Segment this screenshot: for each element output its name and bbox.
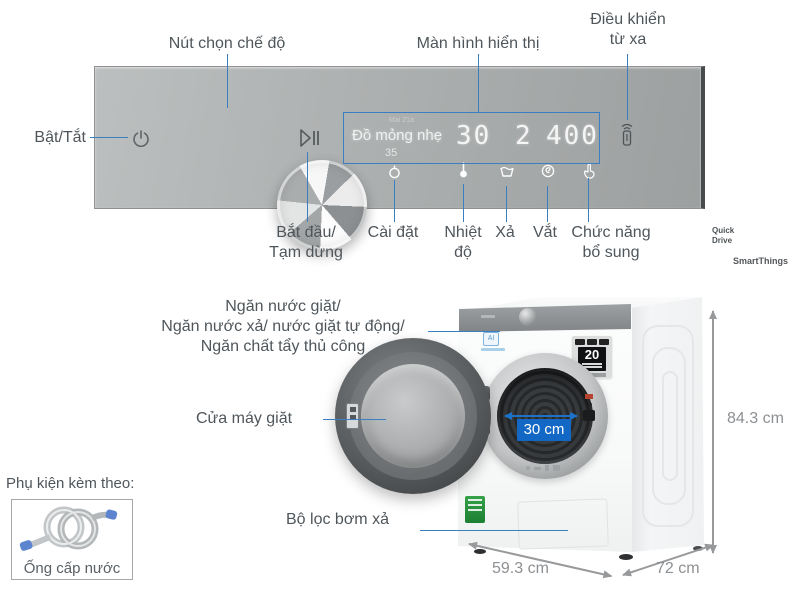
leader-settings [394, 180, 395, 222]
mode-knob [277, 160, 367, 250]
control-panel: Mai 21a Đồ mỏng nhẹ 35 30 2 400 [94, 66, 788, 266]
leader-start [307, 152, 308, 222]
accessory-title: Phụ kiện kèm theo: [6, 475, 135, 492]
spin-label: Vắt [532, 224, 557, 241]
leader-power [90, 137, 128, 138]
leader-knob [227, 54, 228, 108]
machine-foot-left [474, 549, 486, 554]
display-mode-text: Đồ mỏng nhẹ [352, 127, 443, 144]
front-square-button [583, 410, 595, 421]
machine-door [335, 338, 491, 494]
machine-foot-center [619, 554, 633, 560]
energy-label [465, 496, 485, 523]
display-temperature: 30 [456, 121, 492, 151]
display-spin-speed: 400 [546, 121, 599, 151]
power-icon [133, 130, 149, 147]
height-dimension: 84.3 cm [727, 410, 784, 427]
leader-door [323, 419, 386, 420]
door-label: Cửa máy giặt [196, 410, 293, 427]
drawer-label: Ngăn nước giặt/ Ngăn nước xả/ nước giặt … [161, 298, 405, 355]
power-label: Bật/Tắt [34, 129, 86, 146]
accessory-box: Ống cấp nước [11, 499, 133, 580]
width-dimension: 59.3 cm [492, 560, 549, 577]
front-indicator-dot [589, 403, 592, 406]
ai-ecobubble-logo: AI [483, 332, 499, 346]
quick-drive-text: Quick Drive [712, 226, 735, 245]
knob-label: Nút chọn chế độ [168, 35, 286, 52]
drain-label: Xả [495, 224, 515, 241]
leader-drawer [428, 331, 500, 332]
machine-top-strip [459, 304, 631, 332]
display-annotation-box [343, 112, 600, 164]
drum-width-arrow [504, 412, 578, 420]
accessory-item-label: Ống cấp nước [23, 560, 121, 577]
temperature-icon [460, 162, 467, 178]
leader-temp [463, 184, 464, 222]
leader-extra [588, 178, 589, 222]
drum-width-badge: 30 cm [517, 419, 571, 441]
spin-icon [541, 164, 555, 178]
settings-icon [389, 165, 400, 179]
start-pause-label: Bắt đầu/ Tạm dừng [269, 224, 343, 261]
drain-icon [500, 166, 514, 177]
display-rinse-count: 2 [515, 121, 533, 151]
ai-logo-subtext [481, 348, 505, 351]
smartthings-text: SmartThings [733, 256, 789, 266]
front-mini-controls [526, 465, 560, 471]
remote-label: Điều khiển từ xa [590, 11, 666, 48]
leader-drain [506, 186, 507, 222]
machine-strip-logo [481, 315, 495, 318]
settings-label: Cài đặt [367, 224, 419, 241]
leader-filter [420, 530, 568, 531]
display-sub-value: 35 [385, 147, 398, 159]
leader-display [478, 54, 479, 112]
machine-strip-knob [519, 308, 537, 326]
water-hose-icon [19, 506, 118, 551]
extra-function-icon [584, 163, 595, 179]
display-small-text: Mai 21a [389, 117, 414, 124]
height-arrow [709, 310, 717, 554]
leader-spin [547, 186, 548, 222]
remote-control-icon [621, 123, 633, 146]
extra-function-label: Chức năng bổ sung [571, 224, 651, 261]
start-pause-icon [300, 129, 319, 147]
filter-label: Bộ lọc bơm xả [286, 511, 389, 528]
front-red-tag [585, 394, 593, 399]
warranty-20-badge: 20 [578, 347, 606, 371]
door-glass [361, 364, 465, 468]
leader-remote [627, 54, 628, 120]
temperature-label: Nhiệt độ [444, 224, 482, 261]
door-latch [346, 403, 359, 429]
machine-side [632, 297, 704, 552]
depth-dimension: 72 cm [656, 560, 700, 577]
pump-filter-door [517, 498, 609, 550]
display-label: Màn hình hiển thị [416, 35, 540, 52]
